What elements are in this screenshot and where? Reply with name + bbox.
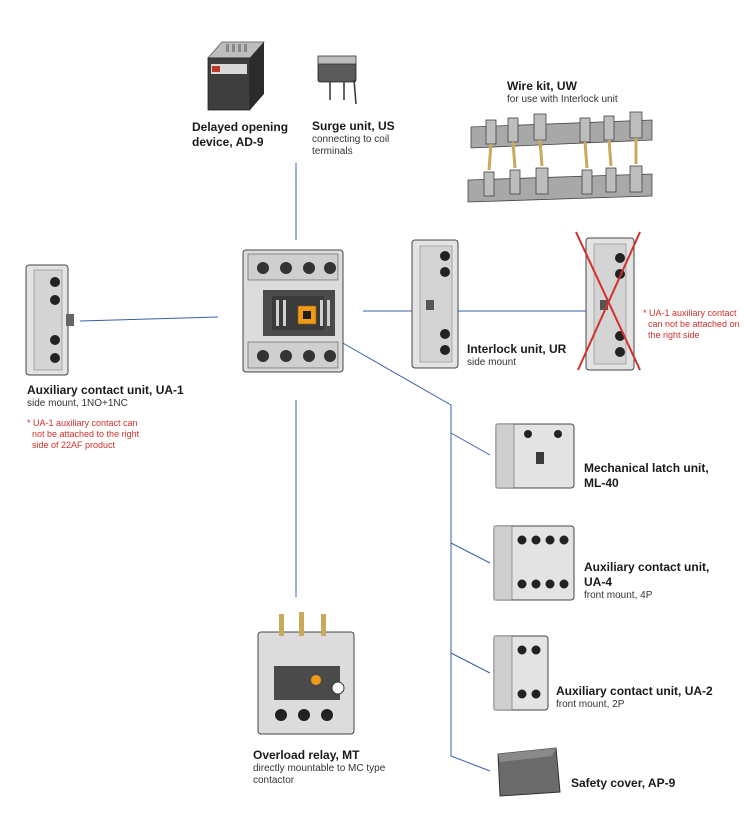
ap9-label: Safety cover, AP-9 [571, 776, 675, 791]
ad9-device-image [207, 41, 265, 111]
connector-ua4 [450, 542, 491, 564]
mt-sub-2: contactor [253, 775, 295, 786]
connector-ml40 [450, 432, 491, 456]
ua1-sub: side mount, 1NO+1NC [27, 398, 128, 409]
ur-note-2: can not be attached on [648, 319, 740, 329]
ur-label: Interlock unit, UR side mount [467, 342, 566, 369]
us-title: Surge unit, US [312, 119, 395, 133]
us-sub-2: terminals [312, 146, 353, 157]
ur-note-3: the right side [648, 330, 700, 340]
ap9-title: Safety cover, AP-9 [571, 776, 676, 790]
ua4-sub: front mount, 4P [584, 590, 653, 601]
ad9-title: Delayed opening device, AD-9 [192, 120, 288, 150]
ua4-title-2: UA-4 [584, 575, 613, 589]
connector-left [79, 316, 219, 322]
connector-ua2 [450, 652, 491, 674]
ua2-label: Auxiliary contact unit, UA-2 front mount… [556, 684, 713, 711]
ur-sub: side mount [467, 357, 516, 368]
mt-sub-1: directly mountable to MC type [253, 763, 386, 774]
uw-title: Wire kit, UW [507, 79, 577, 93]
mt-title: Overload relay, MT [253, 748, 360, 762]
ur-note: * UA-1 auxiliary contact can not be atta… [643, 308, 740, 341]
ml40-device-image [495, 423, 575, 489]
ad9-title-line-2: device, AD-9 [192, 135, 264, 149]
ml40-title-1: Mechanical latch unit, [584, 461, 709, 475]
ua1-note: * UA-1 auxiliary contact can not be atta… [27, 418, 139, 451]
ml40-label: Mechanical latch unit, ML-40 [584, 461, 709, 491]
ua2-title: Auxiliary contact unit, UA-2 [556, 684, 713, 698]
not-allowed-cross-icon [575, 231, 641, 371]
connector-branch [340, 341, 491, 772]
uw-device-image [467, 111, 653, 203]
mt-device-image [257, 612, 355, 735]
ua1-note-2: not be attached to the right [32, 429, 140, 439]
ua4-label: Auxiliary contact unit, UA-4 front mount… [584, 560, 709, 602]
main-contactor-image [242, 249, 344, 373]
ap9-device-image [497, 747, 561, 797]
ua1-note-3: side of 22AF product [32, 440, 116, 450]
ad9-title-line-1: Delayed opening [192, 120, 289, 134]
ua2-sub: front mount, 2P [556, 699, 625, 710]
us-device-image [317, 55, 357, 105]
uw-sub: for use with Interlock unit [507, 94, 618, 105]
ua2-device-image [493, 635, 549, 711]
ua4-device-image [493, 525, 575, 601]
ua1-title: Auxiliary contact unit, UA-1 [27, 383, 184, 397]
mt-label: Overload relay, MT directly mountable to… [253, 748, 385, 787]
ua1-label: Auxiliary contact unit, UA-1 side mount,… [27, 383, 184, 410]
us-label: Surge unit, US connecting to coil termin… [312, 119, 395, 158]
ua4-title-1: Auxiliary contact unit, [584, 560, 710, 574]
ur-device-image [411, 239, 459, 369]
ua1-device-image [25, 264, 74, 376]
ur-title: Interlock unit, UR [467, 342, 567, 356]
ur-note-1: * UA-1 auxiliary contact [643, 308, 737, 318]
us-sub-1: connecting to coil [312, 134, 390, 145]
ml40-title-2: ML-40 [584, 476, 619, 490]
uw-label: Wire kit, UW for use with Interlock unit [507, 79, 618, 106]
ua1-note-1: * UA-1 auxiliary contact can [27, 418, 138, 428]
connector-lines [79, 163, 618, 772]
